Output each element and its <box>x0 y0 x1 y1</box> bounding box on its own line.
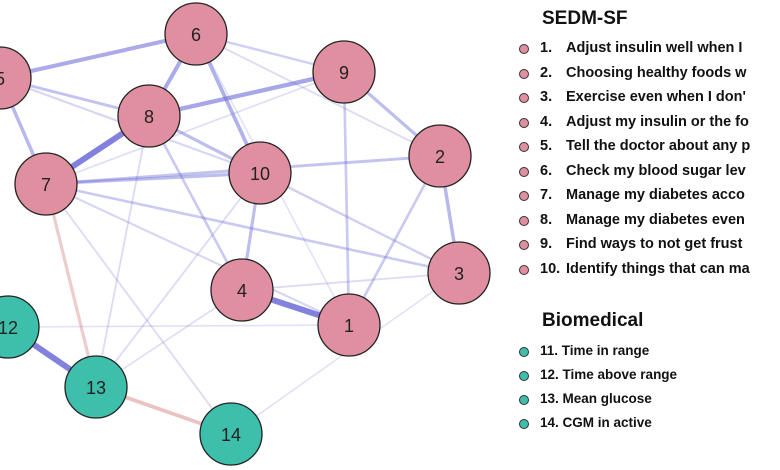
legend-item-number: 9. <box>540 236 553 252</box>
node-circle <box>408 124 472 188</box>
legend-item-text: Choosing healthy foods w <box>566 64 747 81</box>
node-label: 8 <box>144 107 154 127</box>
edge-9-1 <box>342 70 351 327</box>
network-graph: 12345678910121314 <box>0 2 491 466</box>
edge-7-10 <box>44 171 262 186</box>
legend-dot-sedm <box>519 166 529 177</box>
legend-item-text: Exercise even when I don' <box>566 89 746 105</box>
legend-dot-sedm <box>519 142 529 152</box>
node-12: 12 <box>0 295 40 359</box>
node-2: 2 <box>408 124 472 188</box>
node-circle <box>427 241 491 305</box>
node-9: 9 <box>312 40 376 104</box>
node-label: 14 <box>221 425 241 445</box>
legend-item-text: Check my blood sugar lev <box>566 162 746 179</box>
node-circle <box>164 2 228 66</box>
node-13: 13 <box>64 355 128 419</box>
node-circle <box>64 355 128 419</box>
node-label: 3 <box>454 264 464 284</box>
legend-dot-sedm <box>519 117 529 128</box>
edge-10-13 <box>95 172 261 388</box>
node-circle <box>199 402 263 466</box>
legend-dot-bio <box>519 395 529 405</box>
legend-dot-sedm <box>519 93 529 103</box>
node-circle <box>210 258 274 322</box>
node-circle <box>14 152 78 216</box>
legend-item-number: 6. <box>540 162 553 179</box>
node-3: 3 <box>427 241 491 305</box>
edge-7-3 <box>44 182 461 275</box>
legend-item-text: Tell the doctor about any p <box>566 138 751 154</box>
legend-dot-sedm <box>519 68 529 79</box>
edge-7-9 <box>45 71 345 185</box>
node-5: 5 <box>0 46 32 110</box>
node-label: 1 <box>344 316 354 336</box>
edge-12-1 <box>7 324 350 328</box>
legend-dot-sedm <box>519 264 529 275</box>
legend-item-number: 3. <box>540 89 553 105</box>
node-circle <box>317 293 381 357</box>
edge-7-14 <box>45 183 232 435</box>
node-6: 6 <box>164 2 228 66</box>
edge-6-2 <box>195 33 441 157</box>
node-10: 10 <box>228 141 292 205</box>
node-circle <box>228 141 292 205</box>
node-circle <box>312 40 376 104</box>
node-label: 13 <box>86 378 106 398</box>
edge-4-3 <box>241 272 460 291</box>
legend-dot-sedm <box>519 240 529 250</box>
legend-item-text: 13. Mean glucose <box>540 391 652 406</box>
edge-2-1 <box>347 154 442 327</box>
legend-dot-sedm <box>519 191 529 201</box>
node-label: 5 <box>0 69 5 89</box>
edge-7-13 <box>44 182 98 389</box>
legend-item-number: 1. <box>540 40 553 56</box>
legend-item-number: 10. <box>540 260 561 277</box>
node-label: 4 <box>237 281 247 301</box>
legend: SEDM-SF 1. Adjust insulin well when I 2. C… <box>516 0 780 470</box>
node-label: 9 <box>339 63 349 83</box>
legend-item-number: 7. <box>540 187 553 203</box>
edge-8-9 <box>146 69 347 119</box>
legend-item-text: Adjust insulin well when I <box>566 40 743 56</box>
node-label: 7 <box>41 175 51 195</box>
edge-10-3 <box>258 171 461 275</box>
legend-dot-sedm <box>519 44 529 54</box>
legend-title-sedm: SEDM-SF <box>542 8 628 29</box>
legend-item-text: 11. Time in range <box>540 343 650 358</box>
node-circle <box>0 295 40 359</box>
node-label: 2 <box>435 147 445 167</box>
node-14: 14 <box>199 402 263 466</box>
edge-7-1 <box>44 182 351 327</box>
legend-item-text: Find ways to not get frust <box>566 236 743 252</box>
legend-item-text: Manage my diabetes acco <box>566 187 745 203</box>
node-1: 1 <box>317 293 381 357</box>
legend-item-text: Manage my diabetes even <box>566 211 745 228</box>
legend-dot-bio <box>519 347 529 357</box>
legend-item-text: Adjust my insulin or the fo <box>566 113 749 130</box>
legend-item-text: 12. Time above range <box>540 367 678 382</box>
legend-item-number: 4. <box>540 113 553 130</box>
node-circle <box>0 46 32 110</box>
legend-dot-bio <box>519 419 529 429</box>
legend-item-number: 8. <box>540 211 553 228</box>
legend-item-text: 14. CGM in active <box>540 415 652 430</box>
edge-8-13 <box>95 115 150 388</box>
node-label: 12 <box>0 318 18 338</box>
legend-item-text: Identify things that can ma <box>566 260 750 277</box>
node-circle <box>117 84 181 148</box>
node-8: 8 <box>117 84 181 148</box>
node-7: 7 <box>14 152 78 216</box>
edge-5-6 <box>0 31 199 81</box>
legend-title-biomedical: Biomedical <box>542 310 644 331</box>
edge-8-4 <box>147 114 244 292</box>
node-label: 10 <box>250 164 270 184</box>
node-4: 4 <box>210 258 274 322</box>
legend-dot-sedm <box>519 215 529 226</box>
node-layer: 12345678910121314 <box>0 2 491 466</box>
legend-dot-bio <box>519 371 529 381</box>
legend-item-number: 2. <box>540 64 553 81</box>
node-label: 6 <box>191 25 201 45</box>
legend-item-number: 5. <box>540 138 553 154</box>
